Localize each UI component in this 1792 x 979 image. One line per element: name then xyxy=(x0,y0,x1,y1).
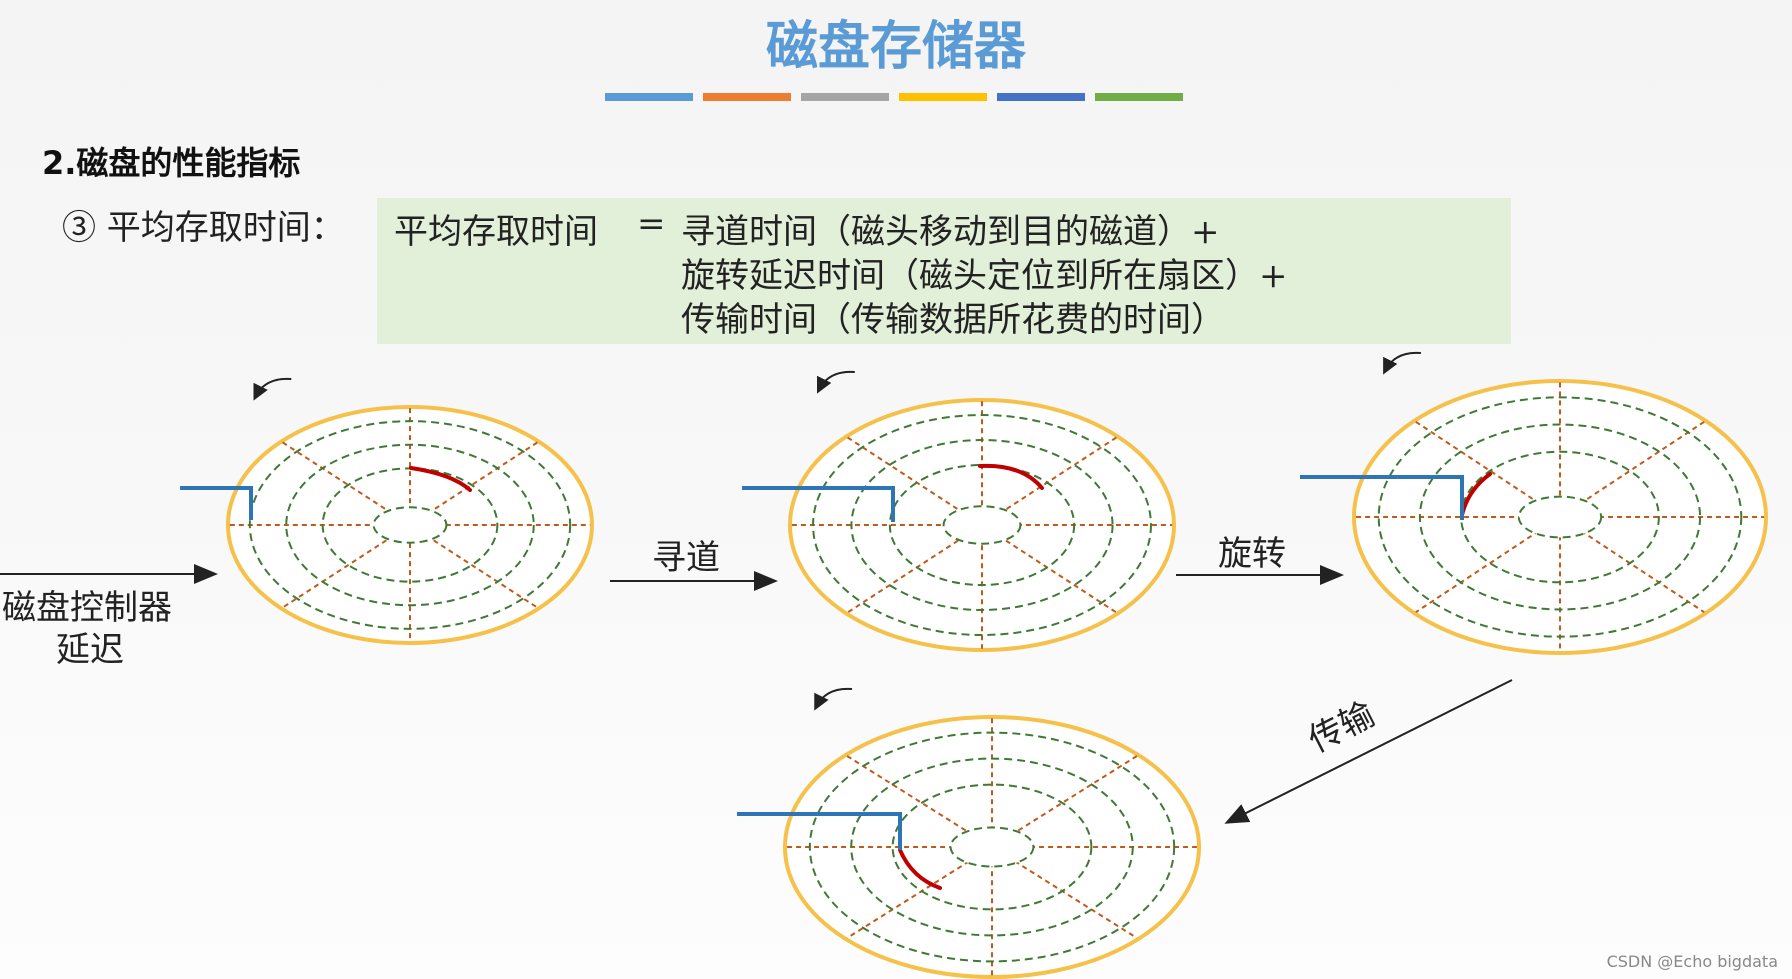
track-ring xyxy=(248,420,572,630)
accent-bar-green xyxy=(1095,93,1183,101)
rotation-direction-arrow xyxy=(814,687,853,711)
data-sector-arc xyxy=(409,466,472,492)
formula-box: 平均存取时间 = 寻道时间（磁头移动到目的磁道）+ 旋转延迟时间（磁头定位到所在… xyxy=(377,198,1511,344)
seek-label: 寻道 xyxy=(652,538,720,578)
rotation-direction-arrow xyxy=(253,377,292,401)
accent-color-bars xyxy=(605,93,1183,101)
track-ring xyxy=(850,439,1114,611)
accent-bar-orange xyxy=(703,93,791,101)
track-ring xyxy=(808,731,1176,963)
rotation-direction-arrow xyxy=(817,370,855,394)
slide-title: 磁盘存储器 xyxy=(765,16,1026,77)
formula-equals: = xyxy=(637,204,666,244)
disk-platter-after-transfer xyxy=(737,687,1201,979)
head-arm xyxy=(742,486,895,522)
sector-line xyxy=(282,441,538,609)
data-sector-arc xyxy=(978,463,1044,490)
formula-line-transfer: 传输时间（传输数据所花费的时间） xyxy=(681,300,1225,340)
rotation-direction-arrow xyxy=(1383,351,1421,375)
accent-bar-yellow xyxy=(899,93,987,101)
spindle-hole xyxy=(372,506,448,544)
track-ring xyxy=(1377,396,1743,638)
head-arm xyxy=(737,812,902,850)
spindle-hole xyxy=(942,505,1022,545)
item-label: ③ 平均存取时间： xyxy=(62,208,345,248)
track-ring xyxy=(285,443,535,607)
data-sector-arc xyxy=(898,848,942,890)
track-ring xyxy=(1418,423,1702,611)
disk-platter-initial xyxy=(180,377,594,645)
head-arm xyxy=(1300,475,1464,520)
accent-bar-blue xyxy=(605,93,693,101)
disk-platter-after-rotation xyxy=(1300,351,1768,655)
disk-platter-after-seek xyxy=(742,370,1176,652)
accent-bar-gray xyxy=(801,93,889,101)
track-ring xyxy=(812,414,1152,636)
controller-delay-label-line1: 磁盘控制器 xyxy=(2,588,172,628)
accent-bar-darkblue xyxy=(997,93,1085,101)
track-ring xyxy=(888,464,1076,586)
transfer-arrow xyxy=(1224,679,1513,824)
sector-line xyxy=(282,441,538,609)
rotation-label: 旋转 xyxy=(1218,534,1286,574)
controller-delay-label-line2: 延迟 xyxy=(56,630,124,670)
watermark: CSDN @Echo bigdata xyxy=(1606,952,1778,971)
section-heading: 2.磁盘的性能指标 xyxy=(42,144,301,182)
formula-line-seek: 寻道时间（磁头移动到目的磁道）+ xyxy=(681,212,1220,252)
spindle-hole xyxy=(1517,495,1603,539)
formula-line-rotation: 旋转延迟时间（磁头定位到所在扇区）+ xyxy=(681,256,1288,296)
track-ring xyxy=(850,757,1134,937)
track-ring xyxy=(891,783,1093,911)
formula-lhs: 平均存取时间 xyxy=(394,212,598,252)
spindle-hole xyxy=(949,826,1035,868)
head-arm xyxy=(180,486,253,520)
